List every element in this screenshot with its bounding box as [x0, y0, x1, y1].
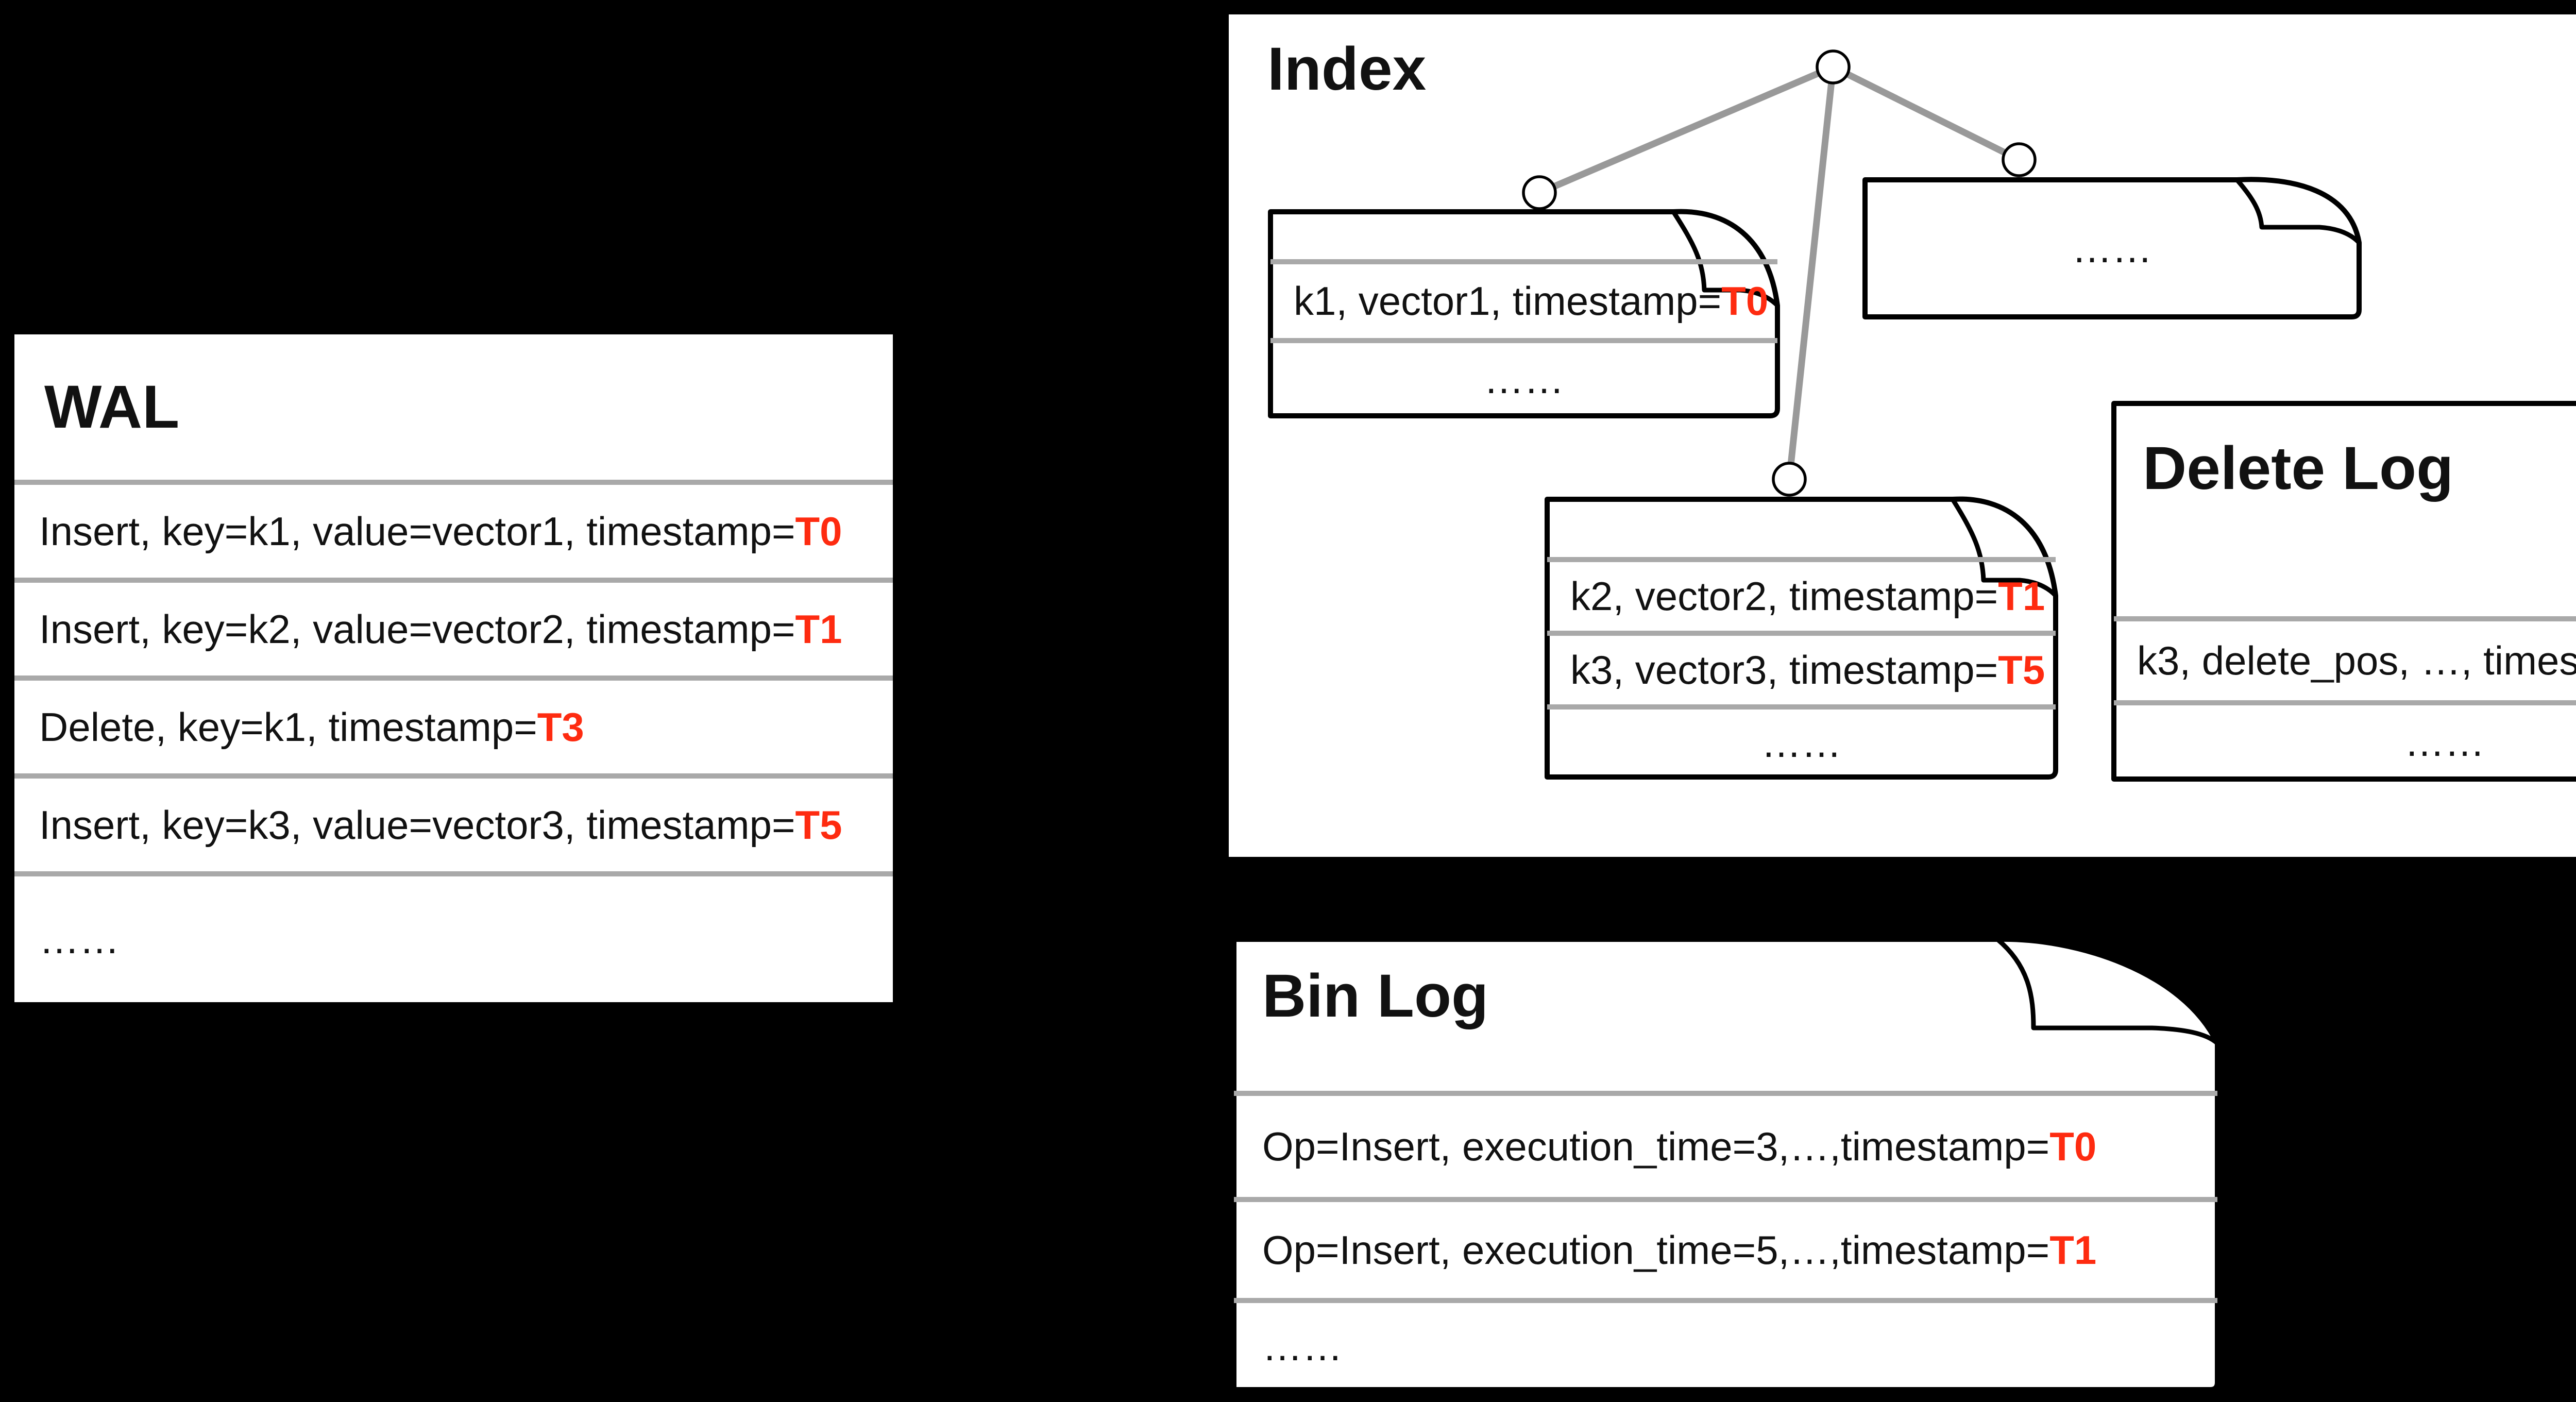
divider [14, 871, 893, 876]
segment-row-ellipsis: …… [1865, 180, 2359, 317]
timestamp-value: T1 [795, 606, 842, 652]
wal-row-text: Insert, key=k2, value=vector2, timestamp… [39, 606, 795, 652]
tree-edge-left [1538, 64, 1835, 196]
folded-corner-icon [1995, 937, 2220, 1046]
wal-row: Insert, key=k2, value=vector2, timestamp… [14, 583, 893, 675]
delete-log-row-ellipsis: …… [2114, 705, 2576, 779]
document-shape [1231, 936, 2220, 1392]
bin-log-document: Bin Log Op=Insert, execution_time=3,…,ti… [1230, 935, 2222, 1394]
folded-corner-icon [1671, 209, 1780, 308]
bin-log-row: Op=Insert, execution_time=5,…,timestamp=… [1234, 1202, 2217, 1298]
segment-row-text: k3, vector3, timestamp= [1570, 647, 1998, 692]
timestamp-value: T1 [1998, 573, 2045, 619]
index-segment-file-k2: k2, vector2, timestamp=T1 k3, vector3, t… [1543, 495, 2060, 781]
delete-log-title: Delete Log [2143, 434, 2454, 502]
delete-log-document: Delete Log k3, delete_pos, …, timestamp=… [2110, 399, 2576, 783]
document-shape [2111, 401, 2576, 782]
timestamp-value: T1 [2049, 1227, 2097, 1273]
wal-title: WAL [44, 373, 180, 441]
bin-log-row-text: Op=Insert, execution_time=5,…,timestamp= [1262, 1227, 2050, 1273]
index-segment-file-more: …… [1861, 176, 2363, 321]
divider [1270, 259, 1777, 264]
bin-log-row-text: Op=Insert, execution_time=3,…,timestamp= [1262, 1123, 2050, 1169]
wal-row-text: Delete, key=k1, timestamp= [39, 704, 537, 750]
divider [2114, 700, 2576, 705]
bin-log-row-ellipsis: …… [1234, 1303, 2217, 1390]
timestamp-value: T5 [1998, 647, 2045, 692]
divider [14, 578, 893, 583]
wal-row-text: …… [39, 916, 120, 962]
index-title: Index [1267, 35, 1427, 103]
segment-row-text: …… [2072, 225, 2153, 271]
tree-node-left [1522, 175, 1557, 210]
divider [14, 773, 893, 779]
tree-edge-middle [1786, 66, 1837, 480]
divider [1234, 1197, 2217, 1202]
segment-row-text: k1, vector1, timestamp= [1294, 278, 1722, 324]
index-segment-file-k1: k1, vector1, timestamp=T0 …… [1266, 208, 1782, 420]
folded-corner-icon [2234, 177, 2362, 245]
divider [2114, 616, 2576, 621]
divider [14, 480, 893, 485]
segment-row-ellipsis: …… [1547, 710, 2056, 777]
divider [1547, 557, 2056, 562]
timestamp-value: T0 [795, 508, 842, 554]
wal-row-ellipsis: …… [14, 876, 893, 1002]
segment-row-text: …… [1484, 357, 1564, 402]
tree-edge-right [1832, 64, 2021, 163]
timestamp-value: T5 [795, 802, 842, 848]
divider [1547, 631, 2056, 636]
bin-log-row: Op=Insert, execution_time=3,…,timestamp=… [1234, 1096, 2217, 1197]
document-shape [1862, 177, 2362, 319]
timestamp-value: T3 [537, 704, 584, 750]
segment-row-text: …… [1761, 720, 1842, 766]
wal-row-text: Insert, key=k1, value=vector1, timestamp… [39, 508, 795, 554]
bin-log-title: Bin Log [1262, 962, 1489, 1030]
wal-row: Insert, key=k1, value=vector1, timestamp… [14, 485, 893, 578]
delete-log-row: k3, delete_pos, …, timestamp=T3 [2114, 621, 2576, 700]
divider [1234, 1298, 2217, 1303]
wal-row-text: Insert, key=k3, value=vector3, timestamp… [39, 802, 795, 848]
segment-row-ellipsis: …… [1270, 343, 1777, 416]
wal-row: Delete, key=k1, timestamp=T3 [14, 681, 893, 773]
segment-row: k3, vector3, timestamp=T5 [1547, 636, 2056, 704]
tree-node-right [2002, 142, 2037, 177]
segment-row-text: k2, vector2, timestamp= [1570, 573, 1998, 619]
tree-node-middle [1772, 462, 1807, 497]
bin-log-row-text: …… [1262, 1323, 1343, 1369]
index-panel: Index k1, vector1, timestamp=T0 …… [1229, 14, 2576, 857]
divider [1234, 1091, 2217, 1096]
timestamp-value: T0 [2049, 1123, 2097, 1169]
segment-row: k1, vector1, timestamp=T0 [1270, 264, 1777, 338]
divider [14, 675, 893, 681]
timestamp-value: T0 [1721, 278, 1769, 324]
divider [1270, 338, 1777, 343]
segment-row: k2, vector2, timestamp=T1 [1547, 562, 2056, 631]
wal-panel: WAL Insert, key=k1, value=vector1, times… [14, 334, 893, 1002]
delete-log-row-text: k3, delete_pos, …, timestamp= [2137, 638, 2576, 683]
delete-log-row-text: …… [2404, 719, 2485, 765]
divider [1547, 704, 2056, 710]
tree-root-node [1816, 49, 1851, 85]
wal-row: Insert, key=k3, value=vector3, timestamp… [14, 779, 893, 871]
folded-corner-icon [1950, 497, 2058, 598]
